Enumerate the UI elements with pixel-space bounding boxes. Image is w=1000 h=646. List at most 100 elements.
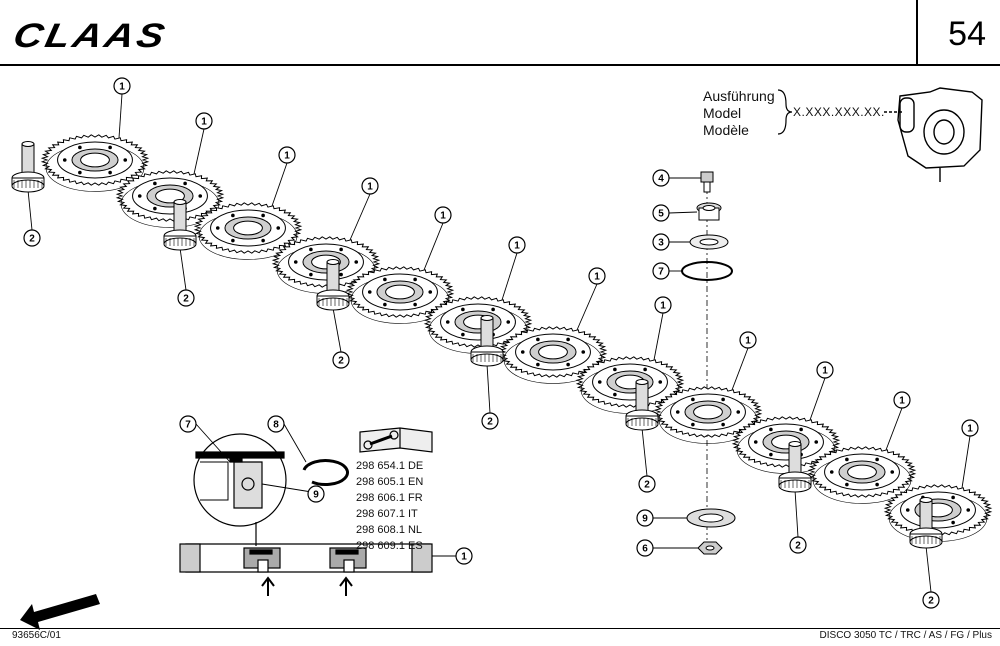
pinion-3 — [316, 259, 350, 311]
gear-2 — [115, 170, 225, 228]
label-model: Model — [703, 105, 742, 121]
nut-part — [697, 541, 723, 555]
drawing-number: 93656C/01 — [12, 630, 61, 641]
o-ring-part — [681, 261, 733, 281]
callout-gear-detail-10-number: 1 — [461, 552, 467, 563]
gear-7 — [498, 326, 608, 384]
callout-nut-detail-6: 6 — [636, 539, 654, 557]
pinion-1 — [11, 141, 45, 193]
gear-1 — [40, 134, 150, 192]
manual-list: 298 654.1 DE 298 605.1 EN 298 606.1 FR 2… — [356, 458, 423, 554]
callout-pinion-3-number: 2 — [338, 356, 344, 367]
callout-gear-detail-10: 1 — [455, 547, 473, 565]
callout-gear-8: 1 — [654, 296, 672, 314]
callout-nut-detail-6-number: 6 — [642, 544, 648, 555]
callout-gear-3-number: 1 — [284, 151, 290, 162]
callout-gear-3: 1 — [278, 146, 296, 164]
callout-gear-8-number: 1 — [660, 301, 666, 312]
callout-gear-11-number: 1 — [899, 396, 905, 407]
manual-en: 298 605.1 EN — [356, 476, 424, 488]
label-modele: Modèle — [703, 122, 749, 138]
callout-bearing-detail-5-number: 9 — [642, 514, 648, 525]
callout-gear-2-number: 1 — [201, 117, 207, 128]
callout-pinion-5: 2 — [638, 475, 656, 493]
callout-pinion-4: 2 — [481, 412, 499, 430]
callout-screw-detail-1-number: 4 — [658, 174, 664, 185]
pinion-6 — [778, 441, 812, 493]
pinion-4 — [470, 315, 504, 367]
callout-pinion-2-number: 2 — [183, 294, 189, 305]
page-number: 54 — [948, 15, 986, 53]
callout-gear-12: 1 — [961, 419, 979, 437]
direction-arrow-icon — [20, 594, 100, 630]
model-plate-labels: Ausführung Model Modèle — [703, 88, 775, 139]
callout-gear-7: 1 — [588, 267, 606, 285]
callout-gear-2: 1 — [195, 112, 213, 130]
callout-screw-detail-1: 4 — [652, 169, 670, 187]
callout-gear-9: 1 — [739, 331, 757, 349]
callout-o-ring-detail-7-number: 7 — [185, 420, 191, 431]
pinion-5 — [625, 379, 659, 431]
footer-divider — [0, 628, 1000, 629]
callout-bearing-detail-5: 9 — [636, 509, 654, 527]
wrench-book-icon — [359, 427, 433, 453]
callout-o-ring-detail-4-number: 7 — [658, 267, 664, 278]
callout-bolt-detail-3-number: 3 — [658, 238, 664, 249]
callout-o-ring-detail-4: 7 — [652, 262, 670, 280]
callout-gear-4: 1 — [361, 177, 379, 195]
screw-part — [700, 171, 714, 193]
callout-gear-7-number: 1 — [594, 272, 600, 283]
callout-pinion-1-number: 2 — [29, 234, 35, 245]
manual-it: 298 607.1 IT — [356, 508, 418, 520]
callout-gear-5-number: 1 — [440, 211, 446, 222]
callout-bearing-detail-9: 9 — [307, 485, 325, 503]
callout-gear-10-number: 1 — [822, 366, 828, 377]
model-code: X.XXX.XXX.XX. — [793, 105, 885, 119]
detail-view — [179, 433, 433, 596]
callout-pinion-7-number: 2 — [928, 596, 934, 607]
callout-bolt-detail-3: 3 — [652, 233, 670, 251]
callout-circlip-detail-8: 8 — [267, 415, 285, 433]
callout-gear-1: 1 — [113, 77, 131, 95]
callout-gear-6-number: 1 — [514, 241, 520, 252]
callout-pinion-2: 2 — [177, 289, 195, 307]
callout-pinion-6-number: 2 — [795, 541, 801, 552]
gear-3 — [193, 202, 303, 260]
model-brace — [777, 89, 793, 135]
page-number-divider — [916, 0, 918, 66]
callout-pinion-3: 2 — [332, 351, 350, 369]
callout-gear-4-number: 1 — [367, 182, 373, 193]
manual-nl: 298 608.1 NL — [356, 524, 423, 536]
callout-gear-12-number: 1 — [967, 424, 973, 435]
callout-pinion-6: 2 — [789, 536, 807, 554]
callout-gear-5: 1 — [434, 206, 452, 224]
gear-9 — [653, 386, 763, 444]
callout-pinion-7: 2 — [922, 591, 940, 609]
callout-gear-11: 1 — [893, 391, 911, 409]
label-ausfuehrung: Ausführung — [703, 88, 775, 104]
callout-pinion-1: 2 — [23, 229, 41, 247]
pinion-7 — [909, 497, 943, 549]
gear-5 — [345, 266, 455, 324]
callout-bushing-detail-2-number: 5 — [658, 209, 664, 220]
callout-gear-9-number: 1 — [745, 336, 751, 347]
callout-bearing-detail-9-number: 9 — [313, 490, 319, 501]
manual-de: 298 654.1 DE — [356, 460, 424, 472]
callout-pinion-4-number: 2 — [487, 417, 493, 428]
callout-gear-10: 1 — [816, 361, 834, 379]
bearing-part — [686, 508, 736, 528]
callout-bushing-detail-2: 5 — [652, 204, 670, 222]
manual-fr: 298 606.1 FR — [356, 492, 423, 504]
manual-es: 298 609.1 ES — [356, 540, 423, 552]
machine-sketch-icon — [884, 87, 983, 182]
bushing-part — [696, 202, 722, 221]
header-divider — [0, 64, 1000, 66]
product-name: DISCO 3050 TC / TRC / AS / FG / Plus — [819, 630, 992, 641]
washer-part — [689, 234, 729, 250]
callout-circlip-detail-8-number: 8 — [273, 420, 279, 431]
pinion-2 — [163, 199, 197, 251]
callout-o-ring-detail-7: 7 — [179, 415, 197, 433]
callout-gear-1-number: 1 — [119, 82, 125, 93]
